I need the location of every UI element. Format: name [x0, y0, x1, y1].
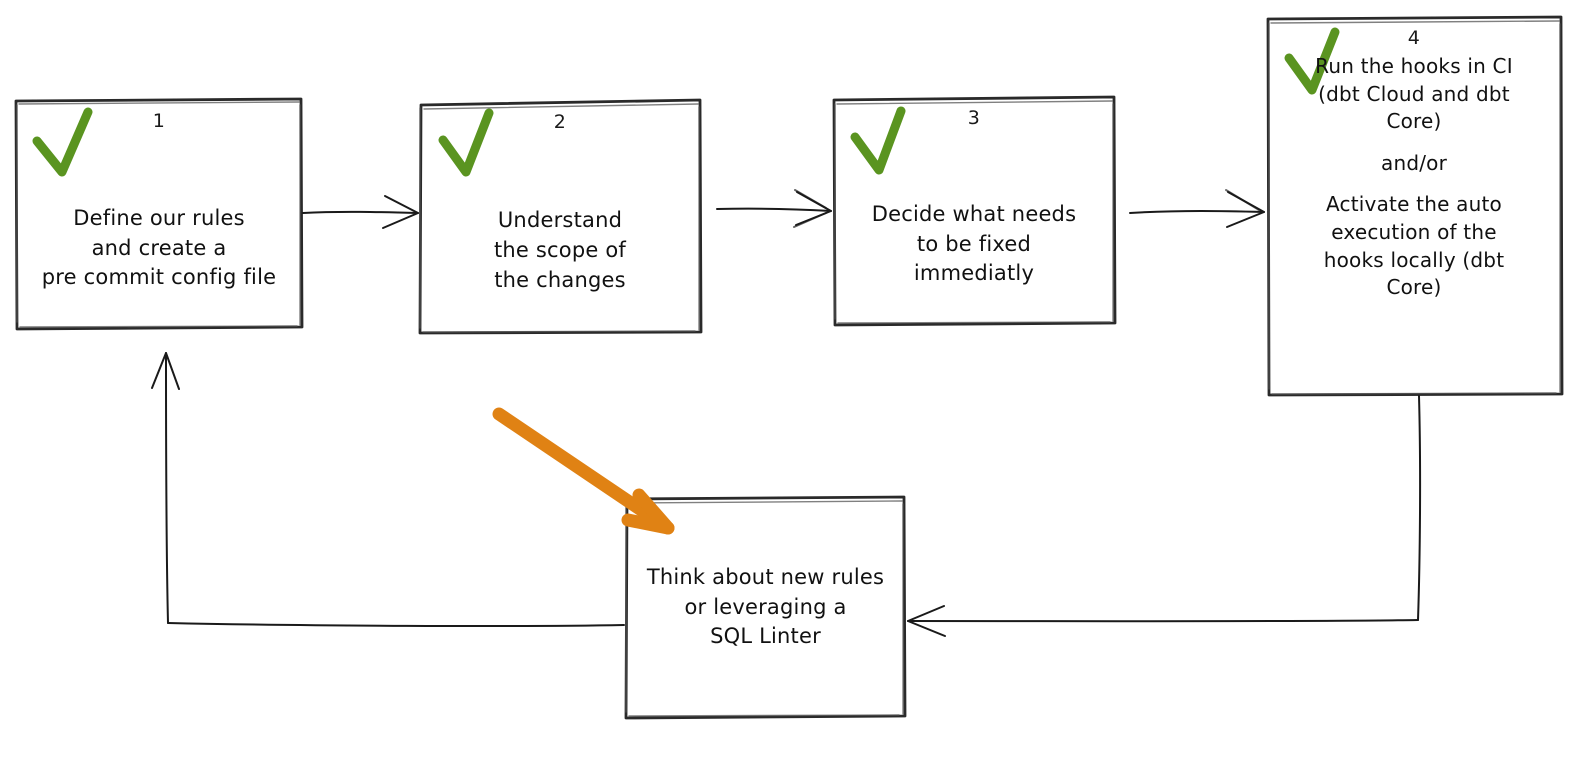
arrow-step2-to-step3 — [716, 189, 832, 228]
node-step-4[interactable]: 4 Run the hooks in CI (dbt Cloud and dbt… — [1266, 17, 1562, 395]
node-box-3-outline — [832, 95, 1117, 327]
check-icon-3 — [850, 106, 906, 175]
node-box-4-outline — [1266, 15, 1564, 397]
step-number-3: 3 — [967, 107, 981, 129]
arrow-loop-to-step1 — [151, 352, 625, 628]
orange-highlight-arrow — [492, 407, 675, 535]
step-number-2: 2 — [553, 111, 567, 133]
node-step-1[interactable]: 1 Define our rules and create a pre comm… — [15, 100, 303, 329]
node-step-2[interactable]: 2 Understand the scope of the changes — [419, 101, 701, 333]
arrow-step4-to-loop — [907, 395, 1422, 637]
arrow-step1-to-step2 — [302, 195, 419, 229]
arrow-step3-to-step4 — [1129, 189, 1265, 228]
step-text-2: Understand the scope of the changes — [493, 208, 627, 292]
step-text-4-part1: Run the hooks in CI (dbt Cloud and dbt C… — [1315, 54, 1513, 134]
step-text-4-part2: and/or — [1380, 150, 1448, 175]
step-text-loop: Think about new rules or leveraging a SQ… — [646, 564, 885, 649]
step-number-1: 1 — [152, 110, 166, 132]
step-text-1: Define our rules and create a pre commit… — [41, 205, 277, 290]
step-number-4: 4 — [1407, 27, 1421, 49]
step-text-4-part3: Activate the auto execution of the hooks… — [1323, 192, 1505, 300]
check-icon-2 — [438, 108, 494, 177]
check-icon-4 — [1284, 27, 1340, 95]
node-step-loop[interactable]: Think about new rules or leveraging a SQ… — [625, 497, 906, 718]
node-box-2-outline — [418, 98, 703, 335]
node-box-1-outline — [14, 97, 304, 331]
check-icon-1 — [32, 107, 93, 177]
node-box-5-outline — [624, 495, 907, 720]
node-step-3[interactable]: 3 Decide what needs to be fixed immediat… — [832, 97, 1116, 324]
step-text-3: Decide what needs to be fixed immediatly — [871, 201, 1077, 286]
